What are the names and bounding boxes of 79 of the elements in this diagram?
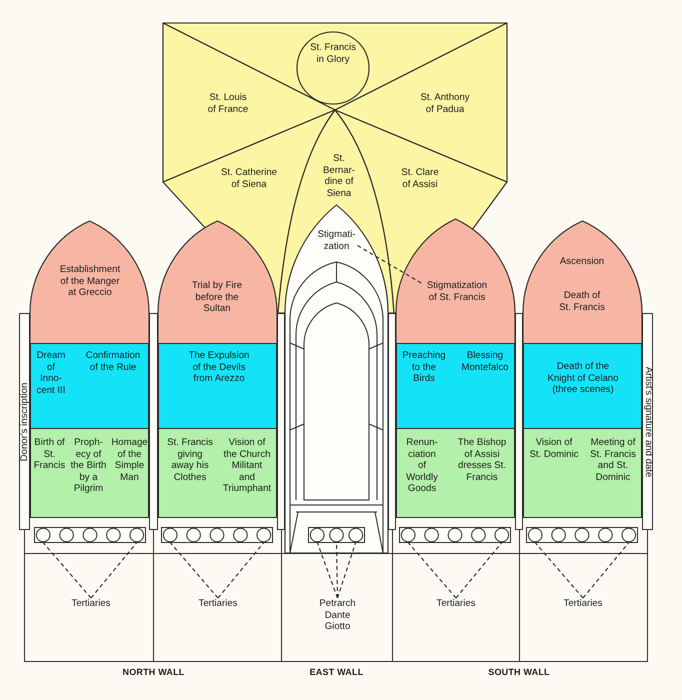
scene-title: Death of St. Francis [558, 290, 606, 313]
window-band [523, 428, 642, 518]
pillar [515, 313, 523, 530]
roundel-frieze [34, 527, 146, 543]
leader-line [43, 542, 92, 598]
inscription-pillar [19, 313, 30, 530]
scene-title: Ascension [560, 256, 604, 268]
pillar [277, 313, 285, 530]
wall-label: EAST WALL [310, 667, 364, 678]
inscription-pillar [642, 313, 653, 530]
saint-name: St. Catherine of Siena [220, 167, 278, 190]
wall-panel [519, 553, 648, 662]
scene-title: Homage of the Simple Man [110, 437, 149, 483]
scene-title: Vision of St. Dominic [529, 437, 579, 460]
leader-line [582, 542, 629, 598]
scene-title: Stigmatization of St. Francis [422, 280, 492, 303]
wall-panel [153, 553, 282, 662]
scene-title: Birth of St. Francis [33, 437, 66, 472]
window-arch-panel [158, 221, 277, 344]
window-band [30, 343, 149, 429]
roundel-frieze [308, 527, 365, 543]
leader-line [357, 245, 422, 284]
roundel-frieze [399, 527, 511, 543]
scene-title: The Bishop of Assisi dresses St. Francis [456, 437, 508, 483]
inscription-label: Donor's inscription [20, 382, 30, 461]
scene-title: Trial by Fire before the Sultan [190, 280, 244, 314]
window-band [158, 428, 277, 518]
leader-line [218, 542, 264, 598]
window-band [396, 343, 515, 429]
roundel-frieze [526, 527, 638, 543]
leader-line [90, 542, 137, 598]
scene-title: Meeting of St. Francis and St. Dominic [589, 437, 637, 483]
wall-label: SOUTH WALL [488, 667, 550, 678]
scene-title: Vision of the Church Militant and Triumphant [222, 437, 272, 494]
scene-title: The Expulsion of the Devils from Arezzo [188, 350, 250, 384]
scene-title: Confirmation of the Rule [84, 350, 142, 373]
saint-name: St. Louis of France [206, 92, 250, 115]
scene-title: Renun- ciation of Worldly Goods [405, 437, 439, 494]
group-label: Tertiaries [564, 598, 602, 610]
scene-title: Blessing Montefalco [460, 350, 510, 373]
roundel-frieze [161, 527, 273, 543]
pillar [149, 313, 158, 530]
leader-line [317, 542, 338, 598]
pillar [388, 313, 396, 530]
window-arch-panel [30, 221, 149, 344]
name-list: Petrarch Dante Giotto [316, 598, 360, 632]
scene-title: Establishment of the Manger at Greccio [58, 264, 122, 298]
group-label: Tertiaries [198, 598, 238, 610]
saint-name: St. Francis in Glory [309, 42, 357, 65]
window-arch-panel [396, 219, 515, 344]
scene-title: Stigmati- zation [316, 229, 358, 252]
saint-name: St. Anthony of Padua [419, 92, 471, 115]
leader-line [336, 543, 338, 598]
group-label: Tertiaries [72, 598, 110, 610]
leader-line [170, 542, 218, 598]
leader-line [456, 542, 502, 598]
saint-name: St. Clare of Assisi [400, 167, 440, 190]
wall-label: NORTH WALL [122, 667, 184, 678]
saint-name: St. Bernar- dine of Siena [322, 153, 356, 199]
inscription-label: Artist's signature and date [642, 366, 652, 477]
lancet-window [285, 205, 388, 553]
wall-panel [392, 553, 520, 662]
window-band [30, 428, 149, 518]
window-arch-panel [523, 221, 642, 344]
vault-medallion [297, 32, 369, 104]
scene-title: Preaching to the Birds [401, 350, 447, 384]
leader-line [408, 542, 456, 598]
window-band [523, 343, 642, 429]
scene-title: Proph- ecy of the Birth by a Pilgrim [70, 437, 108, 494]
leader-line [336, 542, 356, 598]
scene-title: Dream of Inno- cent III [36, 350, 66, 396]
scene-title: Death of the Knight of Celano (three scenes) [546, 361, 620, 396]
wall-panel [24, 553, 154, 662]
window-band [396, 428, 515, 518]
scene-title: St. Francis giving away his Clothes [166, 437, 214, 483]
leader-line [535, 542, 584, 598]
window-band [158, 343, 277, 429]
group-label: Tertiaries [436, 598, 476, 610]
wall-panel [281, 553, 393, 662]
